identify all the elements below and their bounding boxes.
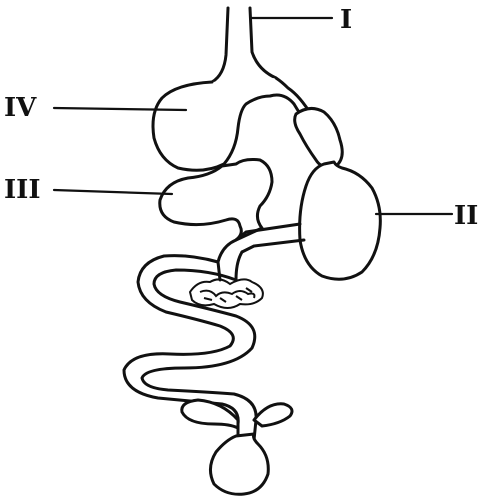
proventriculus [295, 108, 343, 167]
label-i: I [340, 5, 352, 35]
organ-iv [153, 78, 312, 170]
leader-iii [54, 190, 172, 194]
pancreas-blob [190, 279, 263, 308]
cloaca [210, 434, 268, 494]
organ-iii [160, 160, 272, 241]
organ-ii [300, 162, 381, 279]
label-iii: III [4, 175, 41, 205]
duodenum-connector [218, 224, 304, 280]
label-iv: IV [4, 93, 37, 123]
label-ii: II [454, 201, 478, 231]
